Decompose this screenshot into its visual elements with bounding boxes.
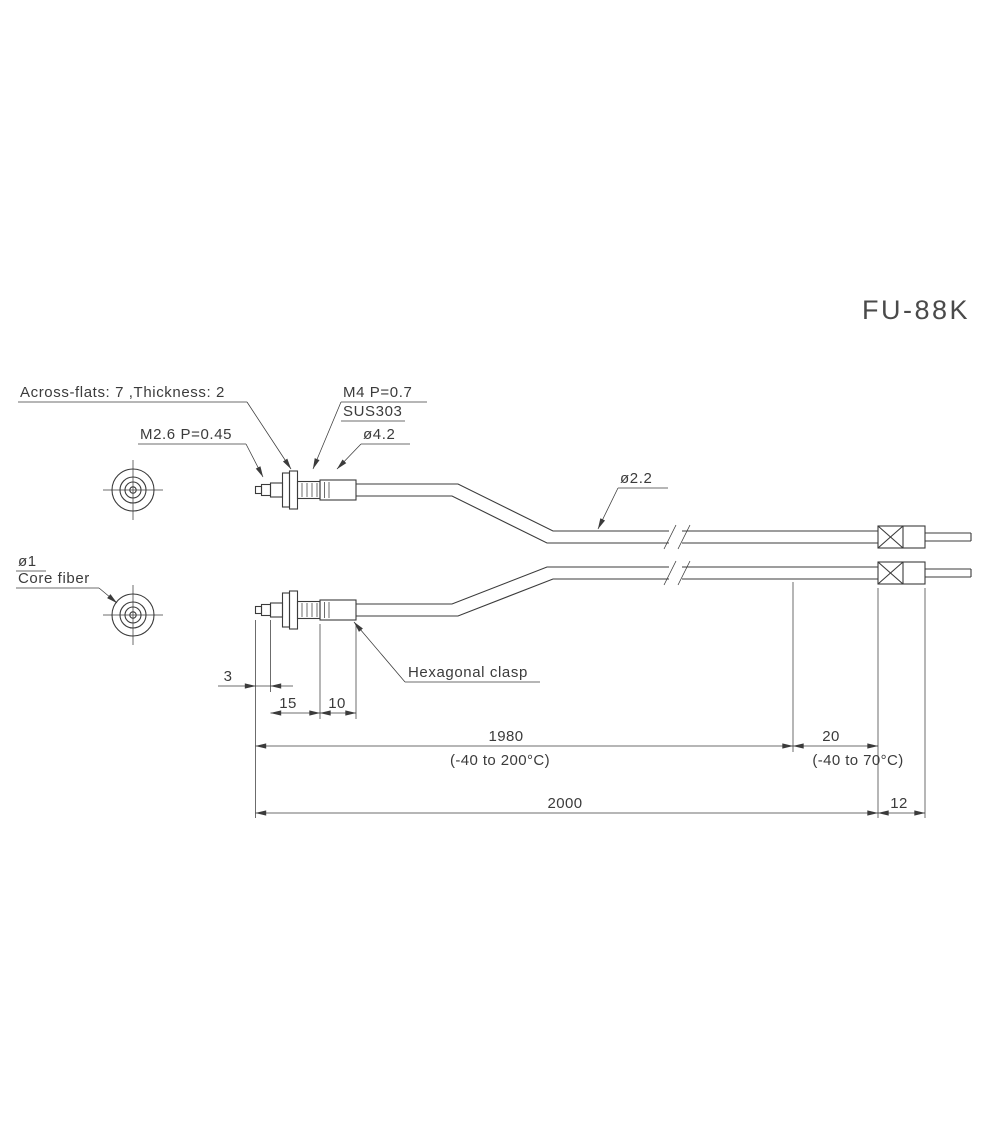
dia-2-2-label: ø2.2 (620, 470, 652, 487)
break-mark (677, 524, 691, 550)
callout-dia42: ø4.2 (336, 426, 410, 470)
drawing-title: FU-88K (862, 295, 970, 325)
tip-nub (254, 485, 263, 495)
material-label: SUS303 (343, 403, 402, 420)
callout-across-flats: Across-flats: 7 ,Thickness: 2 (18, 384, 292, 470)
cable-bottom-lower-line (356, 578, 669, 617)
hexagonal-clasp-label: Hexagonal clasp (408, 664, 528, 681)
cable-top-lower-line (356, 495, 669, 544)
dim-tip-length: 3 (224, 668, 233, 685)
callout-m26: M2.6 P=0.45 (138, 426, 264, 478)
dim-fiber-length: 1980 (489, 728, 524, 745)
leader-line (245, 443, 264, 478)
inner-circle (124, 606, 142, 624)
sleeve (319, 479, 357, 501)
callout-core-fiber: ø1 Core fiber (16, 553, 118, 604)
mid-circle (119, 476, 147, 504)
end-view-bottom (103, 585, 163, 645)
dim-fiber-temp: (-40 to 200°C) (450, 752, 550, 769)
m26-thread-label: M2.6 P=0.45 (140, 426, 232, 443)
dim-sleeve-length: 10 (328, 695, 346, 712)
sensor-head-top (254, 470, 357, 510)
hex-flange-back (288, 470, 299, 510)
end-view-top (103, 460, 163, 520)
callout-dia22: ø2.2 (597, 470, 668, 530)
callout-hex-clasp: Hexagonal clasp (353, 621, 540, 683)
dimension-lines: 3 15 10 1980 (-40 to 200°C) 20 (-40 to 7… (218, 582, 926, 818)
end-fitting-top (877, 525, 972, 549)
break-mark (663, 560, 677, 586)
callout-material: SUS303 (341, 403, 405, 422)
dim-sheath-temp: (-40 to 70°C) (812, 752, 903, 769)
dim-end-length: 12 (890, 795, 908, 812)
break-mark (677, 560, 691, 586)
fitting-body (877, 561, 926, 585)
cable-top-upper-line (356, 483, 669, 532)
dim-sheath-length: 20 (822, 728, 840, 745)
leader-line (312, 401, 342, 470)
inner-circle (124, 481, 142, 499)
m4-thread-label: M4 P=0.7 (343, 384, 412, 401)
leader-line (353, 621, 406, 683)
cable-bottom (356, 560, 878, 617)
across-flats-label: Across-flats: 7 ,Thickness: 2 (20, 384, 225, 401)
m26-thread-section (260, 603, 272, 617)
hex-flange-back (288, 590, 299, 630)
sleeve (319, 599, 357, 621)
leader-line (597, 487, 619, 530)
fitting-body (877, 525, 926, 549)
outer-circle (111, 468, 155, 512)
sensor-head-bottom (254, 590, 357, 630)
leader-line (246, 401, 292, 470)
outer-circle (111, 593, 155, 637)
callouts: Across-flats: 7 ,Thickness: 2 M4 P=0.7 S… (16, 384, 668, 683)
collar (269, 482, 284, 498)
hex-flange-front (281, 592, 291, 628)
break-mark (663, 524, 677, 550)
core-fiber-circle (129, 611, 137, 619)
tip-nub (254, 605, 263, 615)
dim-overall-length: 2000 (548, 795, 583, 812)
hex-flange-front (281, 472, 291, 508)
core-circle (129, 486, 137, 494)
callout-m4: M4 P=0.7 (312, 384, 427, 470)
collar (269, 602, 284, 618)
cable-bottom-upper-line (356, 566, 669, 605)
dia-1-label: ø1 (18, 553, 37, 570)
crimp-x-mark (877, 561, 904, 585)
title-block: FU-88K (862, 295, 970, 325)
core-fiber-label: Core fiber (18, 570, 90, 587)
dim-mid-length: 15 (279, 695, 297, 712)
leader-line (336, 443, 362, 470)
mid-circle (119, 601, 147, 629)
m26-thread-section (260, 483, 272, 497)
crimp-x-mark (877, 525, 904, 549)
end-fitting-bottom (877, 561, 972, 585)
dia-4-2-label: ø4.2 (363, 426, 395, 443)
cable-top (356, 483, 878, 550)
leader-line (98, 587, 118, 604)
